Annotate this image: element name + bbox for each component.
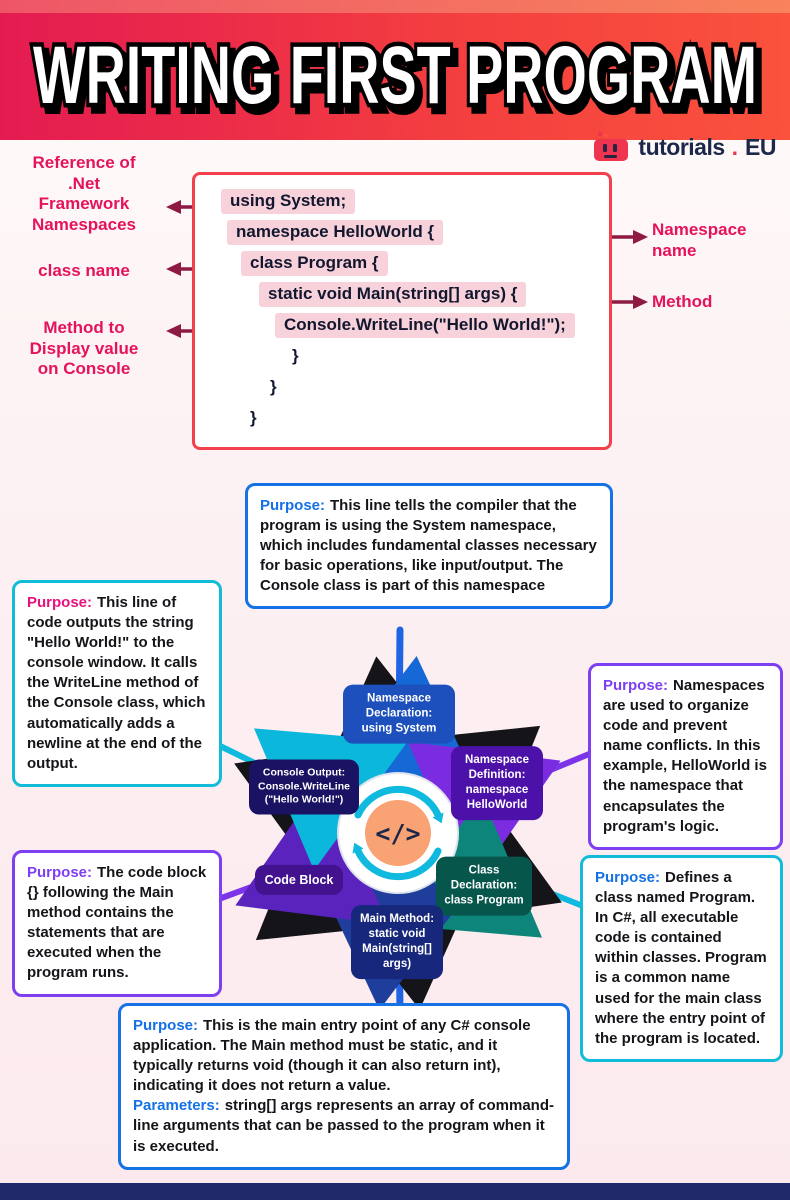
code-line-main: static void Main(string[] args) { bbox=[259, 282, 609, 313]
code-line-namespace: namespace HelloWorld { bbox=[227, 220, 609, 251]
brand-icon-pixel bbox=[598, 132, 603, 136]
code-text: } bbox=[250, 408, 257, 427]
footer-bar bbox=[0, 1183, 790, 1200]
callout-heading: Purpose: bbox=[595, 869, 661, 886]
refresh-arrow-bottom-icon bbox=[354, 847, 442, 881]
arrowhead-icon bbox=[633, 295, 648, 309]
brand-logo: tutorials.EU bbox=[591, 130, 776, 164]
code-line-brace: } bbox=[241, 406, 609, 437]
title-banner: WRITING FIRST PROGRAM WRITING FIRST PROG… bbox=[0, 13, 790, 140]
code-text: Console.WriteLine("Hello World!"); bbox=[275, 313, 575, 338]
callout-heading: Purpose: bbox=[603, 677, 669, 694]
refresh-arrowhead-icon bbox=[352, 842, 364, 854]
code-text: static void Main(string[] args) { bbox=[259, 282, 527, 307]
brand-icon-eye bbox=[613, 144, 618, 152]
label-method-display: Method to Display value on Console bbox=[29, 318, 139, 379]
callout-text: Defines a class named Program. In C#, al… bbox=[595, 869, 767, 1047]
segment-label-console-output: Console Output: Console.WriteLine ("Hell… bbox=[249, 759, 359, 815]
callout-heading: Parameters: bbox=[133, 1097, 220, 1115]
callout-text: The code block {} following the Main met… bbox=[27, 864, 207, 982]
callout-heading: Purpose: bbox=[133, 1017, 199, 1034]
top-accent-strip bbox=[0, 0, 790, 13]
segment-label-namespace-definition: Namespace Definition: namespace HelloWor… bbox=[451, 746, 543, 820]
segment-label-main-method: Main Method: static void Main(string[] a… bbox=[351, 905, 443, 979]
code-line-class: class Program { bbox=[241, 251, 609, 282]
callout-namespace-definition: Purpose:Namespaces are used to organize … bbox=[588, 663, 783, 850]
brand-dot: . bbox=[731, 133, 739, 160]
code-panel: using System; namespace HelloWorld { cla… bbox=[192, 172, 612, 450]
callout-text: string[] args represents an array of com… bbox=[133, 1097, 554, 1155]
annotation-arrowheads bbox=[166, 200, 648, 338]
arrowhead-icon bbox=[166, 262, 181, 276]
segment-label-class-declaration: Class Declaration: class Program bbox=[436, 856, 532, 916]
brand-icon-mouth bbox=[604, 155, 618, 158]
callout-text: This is the main entry point of any C# c… bbox=[133, 1017, 531, 1095]
label-method: Method bbox=[652, 292, 713, 311]
code-line-brace: } bbox=[261, 375, 609, 406]
callout-text: This line of code outputs the string "He… bbox=[27, 594, 206, 772]
refresh-arrowhead-icon bbox=[432, 812, 444, 824]
code-line-writeline: Console.WriteLine("Hello World!"); bbox=[275, 313, 609, 344]
callout-main-method: Purpose:This is the main entry point of … bbox=[118, 1003, 570, 1170]
callout-heading: Purpose: bbox=[27, 864, 93, 881]
label-namespace-name: Namespace name bbox=[652, 220, 747, 260]
callout-paragraph: Parameters:string[] args represents an a… bbox=[133, 1096, 555, 1156]
arrowhead-icon bbox=[166, 324, 181, 338]
label-class-name: class name bbox=[38, 261, 130, 280]
brand-icon-body bbox=[594, 139, 629, 161]
center-orange-circle bbox=[365, 800, 431, 866]
callout-class-declaration: Purpose:Defines a class named Program. I… bbox=[580, 855, 783, 1062]
page-title-shadow: WRITING FIRST PROGRAM bbox=[38, 36, 762, 127]
callout-console-output: Purpose:This line of code outputs the st… bbox=[12, 580, 222, 787]
callout-using-system: Purpose:This line tells the compiler tha… bbox=[245, 483, 613, 610]
page-title: WRITING FIRST PROGRAM bbox=[33, 30, 757, 121]
code-line-brace: } bbox=[283, 344, 609, 375]
arrowhead-icon bbox=[166, 200, 181, 214]
brand-icon bbox=[594, 132, 629, 161]
refresh-arrow-top-icon bbox=[354, 785, 442, 819]
brand-icon-pixel bbox=[604, 134, 608, 137]
brand-name: tutorials bbox=[638, 133, 725, 160]
code-icon: </> bbox=[375, 819, 420, 848]
callout-text: This line tells the compiler that the pr… bbox=[260, 497, 597, 595]
callout-text: Namespaces are used to organize code and… bbox=[603, 677, 767, 835]
code-text: } bbox=[292, 346, 299, 365]
brand-icon-eye bbox=[603, 144, 608, 152]
brand-tld: EU bbox=[745, 133, 776, 160]
callout-heading: Purpose: bbox=[27, 594, 93, 611]
arrowhead-icon bbox=[633, 230, 648, 244]
label-reference-namespaces: Reference of .Net Framework Namespaces bbox=[32, 153, 136, 235]
callout-heading: Purpose: bbox=[260, 497, 326, 514]
code-line-using: using System; bbox=[221, 189, 609, 220]
code-text: using System; bbox=[221, 189, 356, 214]
code-text: } bbox=[270, 377, 277, 396]
segment-label-code-block: Code Block bbox=[255, 864, 343, 896]
segment-label-namespace-declaration: Namespace Declaration: using System bbox=[343, 684, 455, 744]
callout-paragraph: Purpose:This is the main entry point of … bbox=[133, 1016, 555, 1096]
title-text-graphic: WRITING FIRST PROGRAM WRITING FIRST PROG… bbox=[29, 26, 768, 133]
code-text: class Program { bbox=[241, 251, 388, 276]
code-text: namespace HelloWorld { bbox=[227, 220, 444, 245]
callout-code-block: Purpose:The code block {} following the … bbox=[12, 850, 222, 997]
